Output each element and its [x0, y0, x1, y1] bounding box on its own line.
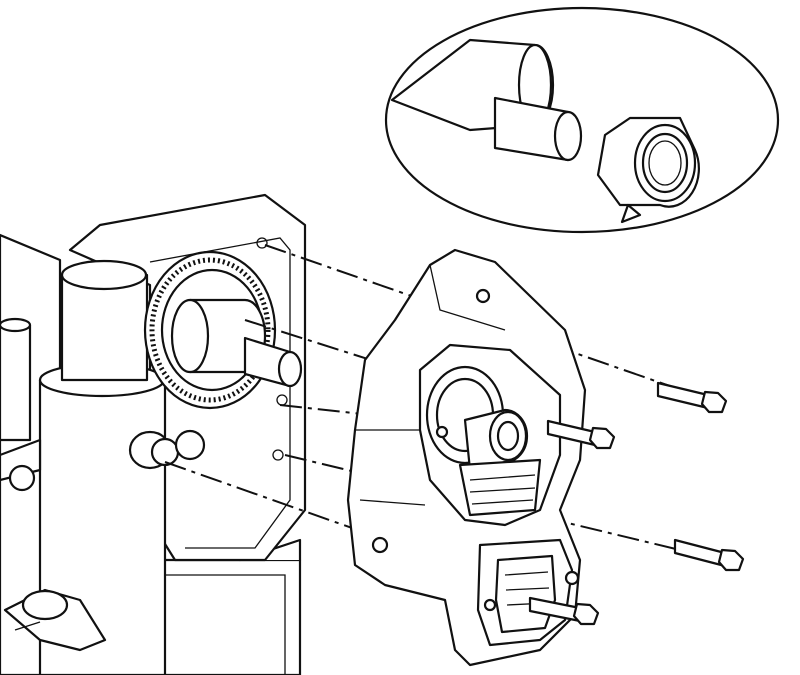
detail-inset	[384, 6, 780, 234]
drain-knob	[3, 588, 107, 652]
mounting-bolt	[528, 596, 600, 626]
pump-cylinder	[0, 259, 167, 675]
crankshaft	[170, 298, 303, 388]
mounting-bolt	[673, 538, 745, 572]
pressure-fitting	[128, 429, 206, 470]
mounting-bolt	[546, 419, 616, 450]
mounting-bolt	[656, 381, 728, 414]
bearing-housing	[346, 248, 587, 667]
